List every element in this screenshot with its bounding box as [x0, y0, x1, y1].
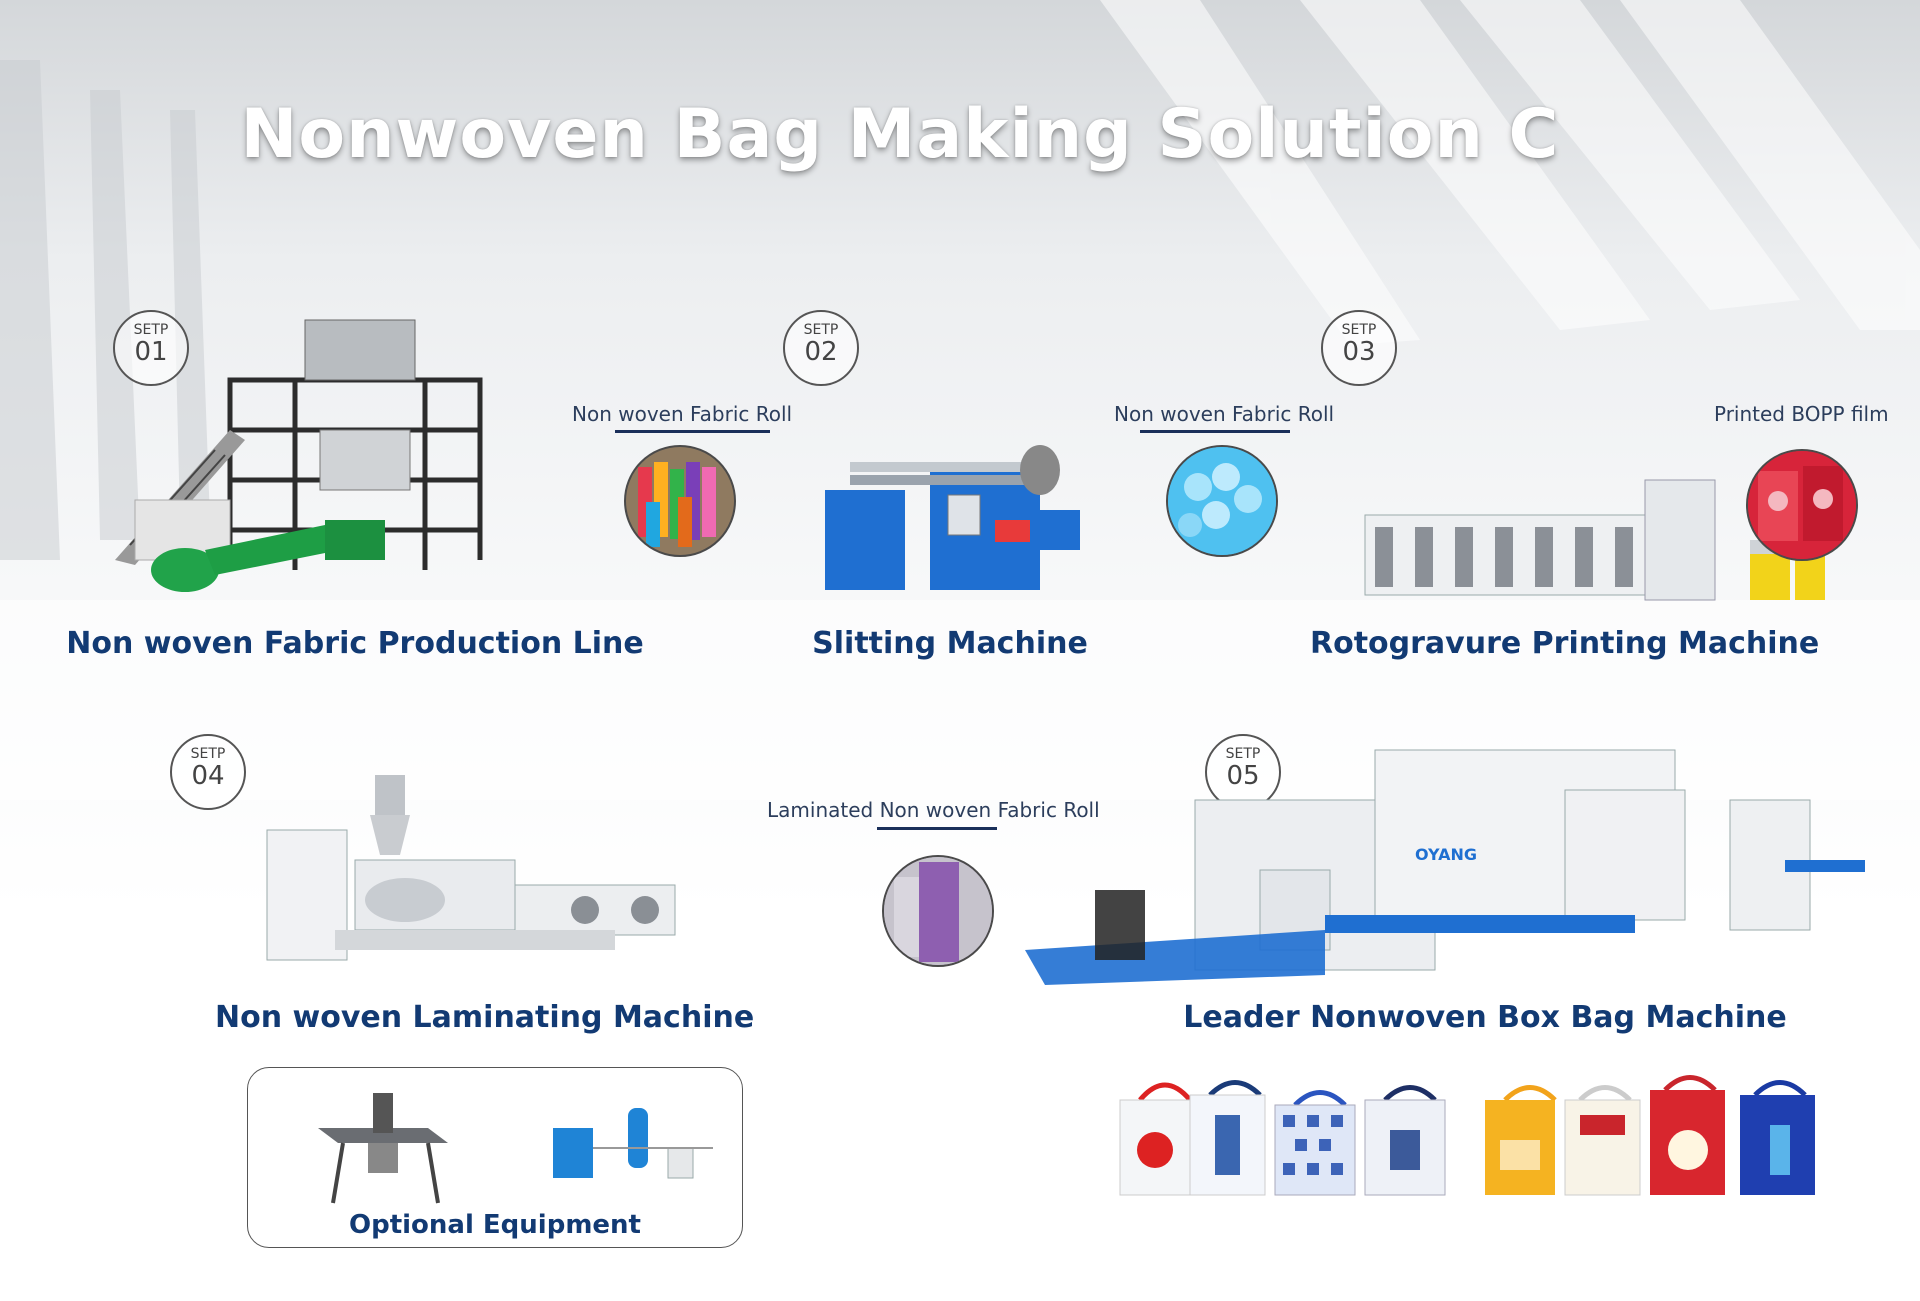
- laminated-fabric-roll-image: [882, 855, 994, 967]
- bag-samples-colorful: [1485, 1075, 1815, 1196]
- step-number: 01: [134, 337, 168, 367]
- rotogravure-printing-machine-image: [1364, 479, 1825, 601]
- material-label: Printed BOPP film: [1714, 402, 1889, 426]
- step-word: SETP: [803, 322, 839, 338]
- step-word: SETP: [1225, 746, 1261, 762]
- bag-samples-blue-white: [1119, 1080, 1446, 1196]
- step-05-badge: SETP 05: [1205, 734, 1281, 810]
- step-number: 03: [1342, 337, 1376, 367]
- page-title: Nonwoven Bag Making Solution C: [240, 95, 1560, 174]
- step-word: SETP: [133, 322, 169, 338]
- optional-equipment-label: Optional Equipment: [348, 1210, 641, 1240]
- step-number: 02: [804, 337, 838, 367]
- slitting-machine-image: [825, 445, 1080, 590]
- ultrasonic-sewing-machine-image: [318, 1093, 448, 1204]
- step-01-badge: SETP 01: [113, 310, 189, 386]
- machine-label: Non woven Laminating Machine: [215, 1000, 755, 1035]
- divider: [615, 430, 770, 433]
- machine-label: Slitting Machine: [812, 626, 1088, 661]
- material-label: Laminated Non woven Fabric Roll: [767, 798, 1100, 822]
- machine-label: Non woven Fabric Production Line: [66, 626, 644, 661]
- fabric-roll-blue-image: [1166, 445, 1278, 557]
- machine-label: Rotogravure Printing Machine: [1310, 626, 1820, 661]
- svg-text:OYANG: OYANG: [1415, 845, 1477, 864]
- step-word: SETP: [1341, 322, 1377, 338]
- material-label: Non woven Fabric Roll: [1114, 402, 1335, 426]
- printed-bopp-film-image: [1746, 449, 1858, 561]
- step-number: 05: [1226, 761, 1260, 791]
- air-compressor-image: [553, 1108, 713, 1179]
- step-02-badge: SETP 02: [783, 310, 859, 386]
- step-04-badge: SETP 04: [170, 734, 246, 810]
- divider: [877, 827, 997, 830]
- laminating-machine-image: [266, 775, 676, 961]
- machine-label: Leader Nonwoven Box Bag Machine: [1183, 1000, 1787, 1035]
- material-label: Non woven Fabric Roll: [572, 402, 793, 426]
- optional-equipment-box: Optional Equipment: [247, 1067, 743, 1248]
- nonwoven-production-line-image: [115, 319, 483, 592]
- step-number: 04: [191, 761, 225, 791]
- fabric-roll-colorful-image: [624, 445, 736, 557]
- divider: [1140, 430, 1290, 433]
- step-word: SETP: [190, 746, 226, 762]
- box-bag-machine-image: OYANG: [1025, 749, 1865, 985]
- step-03-badge: SETP 03: [1321, 310, 1397, 386]
